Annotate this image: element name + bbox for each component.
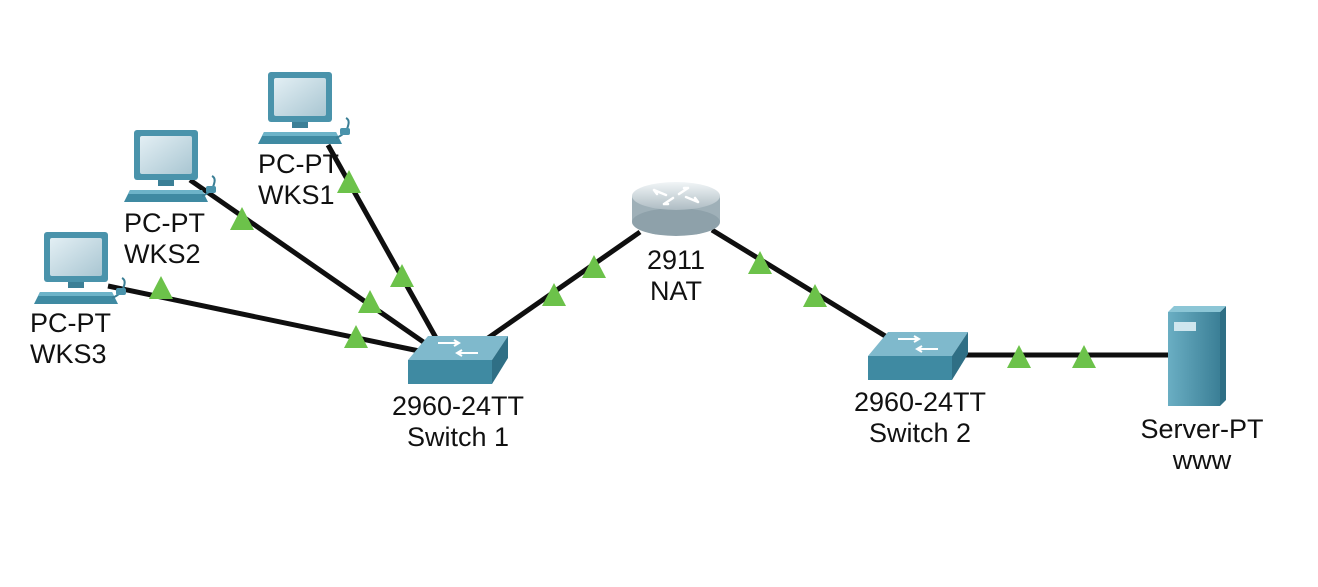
- link-up-indicator: [337, 170, 361, 193]
- link-indicators-layer: [149, 170, 1096, 368]
- device-model-label: Server-PT: [1140, 414, 1264, 444]
- link-up-indicator: [1007, 345, 1031, 368]
- device-hostname-label: WKS2: [124, 239, 201, 269]
- router-icon[interactable]: [632, 182, 720, 236]
- link-up-indicator: [390, 264, 414, 287]
- switch-icon[interactable]: [408, 336, 508, 384]
- link-up-indicator: [748, 251, 772, 274]
- link-up-indicator: [582, 255, 606, 278]
- device-hostname-label: WKS3: [30, 339, 107, 369]
- device-model-label: 2960-24TT: [391, 391, 525, 421]
- device-hostname-label: Switch 2: [868, 418, 972, 448]
- pc-icon[interactable]: [258, 72, 350, 144]
- server-icon[interactable]: [1168, 306, 1226, 406]
- device-label-switch2: 2960-24TT Switch 2: [830, 387, 1010, 449]
- device-label-switch1: 2960-24TT Switch 1: [368, 391, 548, 453]
- device-label-server: Server-PT www: [1122, 414, 1282, 476]
- device-model-label: PC-PT: [30, 308, 111, 338]
- device-hostname-label: Switch 1: [406, 422, 510, 452]
- device-label-wks2: PC-PT WKS2: [124, 208, 205, 270]
- link-up-indicator: [358, 290, 382, 313]
- device-label-wks3: PC-PT WKS3: [30, 308, 111, 370]
- device-hostname-label: WKS1: [258, 180, 335, 210]
- link-up-indicator: [1072, 345, 1096, 368]
- pc-icon[interactable]: [124, 130, 216, 202]
- link-up-indicator: [344, 325, 368, 348]
- device-label-router: 2911 NAT: [626, 245, 726, 307]
- switch-icon[interactable]: [868, 332, 968, 380]
- link-up-indicator: [149, 276, 173, 299]
- device-model-label: 2960-24TT: [853, 387, 987, 417]
- device-hostname-label: www: [1172, 445, 1232, 475]
- device-label-wks1: PC-PT WKS1: [258, 149, 339, 211]
- device-model-label: PC-PT: [124, 208, 205, 238]
- link-up-indicator: [542, 283, 566, 306]
- device-model-label: PC-PT: [258, 149, 339, 179]
- device-model-label: 2911: [646, 245, 706, 275]
- link-up-indicator: [230, 207, 254, 230]
- link-switch1-router[interactable]: [476, 229, 642, 348]
- device-hostname-label: NAT: [650, 276, 702, 306]
- link-up-indicator: [803, 284, 827, 307]
- link-wks2-switch1[interactable]: [188, 177, 434, 351]
- pc-icon[interactable]: [34, 232, 126, 304]
- link-router-switch2[interactable]: [710, 227, 902, 348]
